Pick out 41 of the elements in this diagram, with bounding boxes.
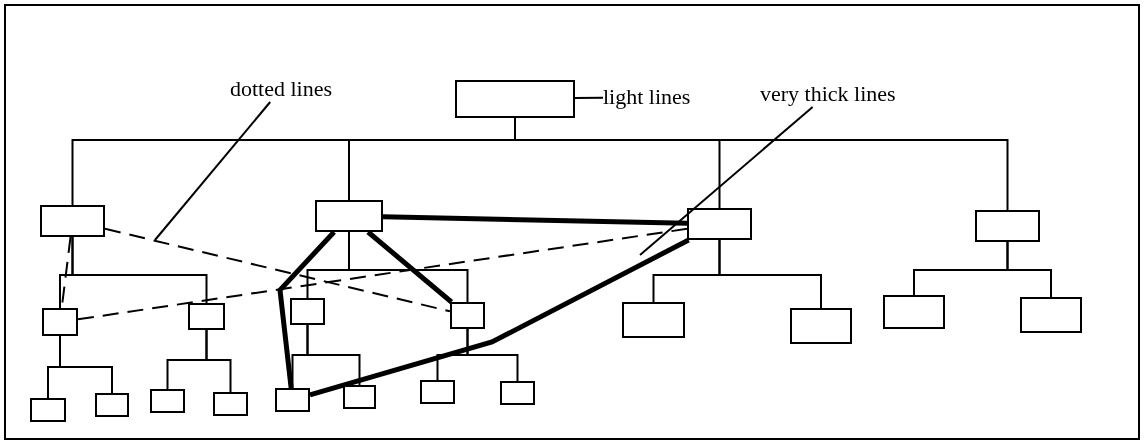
org-box bbox=[975, 210, 1040, 242]
org-box bbox=[290, 298, 325, 325]
org-box bbox=[42, 308, 78, 336]
org-box bbox=[150, 389, 185, 413]
thick-line bbox=[382, 214, 688, 226]
leader-line bbox=[154, 101, 272, 241]
thick-line bbox=[277, 230, 336, 389]
connector-line bbox=[59, 335, 113, 394]
org-box bbox=[450, 302, 485, 329]
thick-line bbox=[309, 237, 690, 398]
leader-line bbox=[574, 96, 604, 100]
org-box bbox=[213, 392, 248, 416]
connector-line bbox=[466, 328, 519, 382]
connector-line bbox=[1006, 241, 1052, 298]
org-box bbox=[188, 303, 225, 330]
org-box bbox=[30, 398, 66, 422]
org-box bbox=[687, 208, 752, 240]
connector-line bbox=[205, 329, 232, 393]
thick-line bbox=[366, 230, 454, 304]
connector-line bbox=[306, 324, 361, 386]
leader-line bbox=[639, 106, 814, 256]
org-box bbox=[622, 302, 685, 338]
org-box bbox=[455, 80, 575, 118]
connector-line bbox=[71, 236, 208, 304]
org-box bbox=[275, 388, 310, 412]
org-box bbox=[40, 205, 105, 237]
org-box bbox=[500, 381, 535, 405]
org-box bbox=[883, 295, 945, 329]
connector-line bbox=[514, 117, 1009, 211]
org-box bbox=[420, 380, 455, 404]
org-box bbox=[315, 200, 383, 232]
dashed-line bbox=[104, 227, 451, 313]
org-box bbox=[1020, 297, 1082, 333]
leader-label: dotted lines bbox=[230, 76, 333, 102]
leader-label: light lines bbox=[603, 84, 691, 110]
org-box bbox=[790, 308, 852, 344]
org-box bbox=[95, 393, 129, 417]
org-box bbox=[343, 385, 376, 409]
dashed-line bbox=[77, 227, 688, 321]
leader-label: very thick lines bbox=[760, 81, 896, 107]
connector-line bbox=[718, 239, 822, 309]
